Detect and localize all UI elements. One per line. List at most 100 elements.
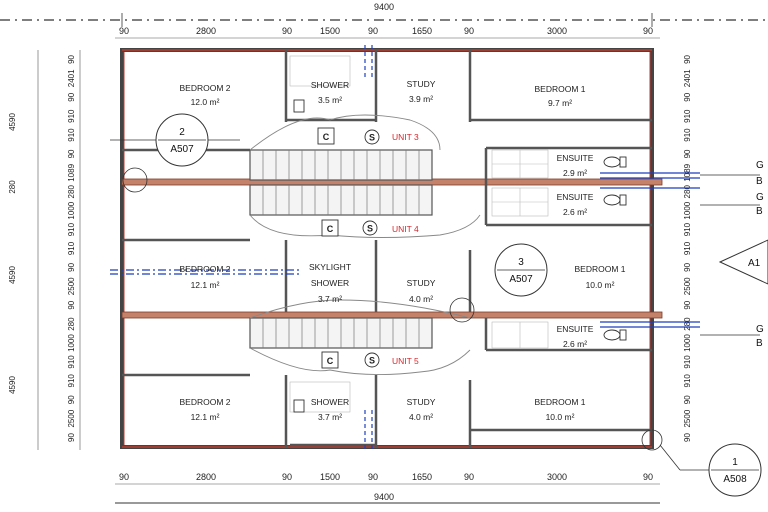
bottom-dim-1: 90: [119, 472, 129, 482]
top-dim-7: 90: [464, 26, 474, 36]
overall-dimension-top: 9400: [0, 2, 768, 27]
top-dim-9: 90: [643, 26, 653, 36]
grid-ref-g2: G: [756, 192, 764, 203]
c-marker: C: [327, 224, 334, 234]
bottom-dim-2: 2800: [196, 472, 216, 482]
top-dim-6: 1650: [412, 26, 432, 36]
room-area: 2.9 m²: [563, 168, 587, 178]
dimension-label: 90: [683, 92, 692, 101]
room-name: BEDROOM 1: [574, 264, 625, 274]
dimension-label: 910: [683, 109, 692, 123]
unit-label-5: UNIT 5: [392, 356, 419, 366]
grid-ref-b3: B: [756, 338, 763, 349]
grid-ref-g3: G: [756, 324, 764, 335]
left-outer-dim-4: 4590: [8, 266, 17, 284]
room-area: 4.0 m²: [409, 412, 433, 422]
bottom-dim-8: 3000: [547, 472, 567, 482]
room-area: 10.0 m²: [586, 280, 615, 290]
grid-bubbles-right: G B G B G B: [700, 160, 764, 349]
skylight-label: SKYLIGHT: [309, 262, 351, 272]
section-ref-number: 1: [732, 457, 738, 468]
dimension-label: 910: [683, 222, 692, 236]
grid-ref-b2: B: [756, 206, 763, 217]
section-lines: [110, 45, 700, 452]
dimension-label: 910: [683, 241, 692, 255]
bottom-dim-6: 1650: [412, 472, 432, 482]
room-area: 2.6 m²: [563, 339, 587, 349]
dimension-label: 90: [683, 433, 692, 442]
dimension-label: 280: [67, 317, 76, 331]
dimension-label: 280: [67, 185, 76, 199]
circulation-unit-3: C S UNIT 3: [317, 127, 419, 145]
dimension-label: 2500: [67, 277, 76, 295]
section-ref-1-a508: 1 A508: [659, 443, 762, 497]
room-u5-bedroom-2: BEDROOM 2 12.1 m²: [179, 397, 230, 422]
unit-label-3: UNIT 3: [392, 132, 419, 142]
s-marker: S: [367, 224, 373, 234]
dimension-label: 90: [67, 92, 76, 101]
room-name: BEDROOM 2: [179, 264, 230, 274]
room-u3-bedroom-1: BEDROOM 1 9.7 m²: [534, 84, 585, 108]
top-dim-4: 1500: [320, 26, 340, 36]
dimension-label: 910: [67, 128, 76, 142]
dimension-label: 910: [67, 355, 76, 369]
elevation-marker-a1: A1: [718, 239, 768, 285]
dimension-label: 90: [683, 149, 692, 158]
dimension-label: 1089: [67, 163, 76, 181]
top-dim-2: 2800: [196, 26, 216, 36]
room-area: 3.7 m²: [318, 412, 342, 422]
stair-unit-3: [249, 149, 433, 181]
dimension-label: 90: [67, 149, 76, 158]
room-name: ENSUITE: [557, 324, 594, 334]
dimension-label: 90: [67, 262, 76, 271]
room-name: SHOWER: [311, 397, 349, 407]
room-area: 9.7 m²: [548, 98, 572, 108]
s-marker: S: [369, 133, 375, 143]
circulation-unit-5: C S UNIT 5: [321, 351, 419, 369]
room-name: STUDY: [407, 79, 436, 89]
stair-unit-5: [249, 317, 433, 349]
room-name: STUDY: [407, 278, 436, 288]
building-outline: [120, 48, 654, 449]
dimension-label: 2500: [67, 409, 76, 427]
dimension-label: 910: [67, 222, 76, 236]
room-u3-bedroom-2: BEDROOM 2 12.0 m²: [179, 83, 230, 107]
c-marker: C: [327, 356, 334, 366]
dimension-label: 2401: [67, 69, 76, 87]
left-inner-dimension-labels: 9024019091091090108928010009109109025009…: [67, 54, 76, 442]
grid-ref-b1: B: [756, 176, 763, 187]
left-outer-dim-3: 4590: [8, 376, 17, 394]
bottom-dim-9: 90: [643, 472, 653, 482]
overall-dimension-bottom-label: 9400: [374, 492, 394, 502]
room-name: BEDROOM 2: [179, 397, 230, 407]
dimension-label: 2401: [683, 69, 692, 87]
dimension-label: 90: [67, 395, 76, 404]
room-name: BEDROOM 1: [534, 84, 585, 94]
overall-dimension-top-label: 9400: [374, 2, 394, 12]
room-name: SHOWER: [311, 80, 349, 90]
dimension-label: 2500: [683, 277, 692, 295]
room-area: 3.5 m²: [318, 95, 342, 105]
dimension-label: 1000: [683, 201, 692, 219]
dimension-label: 910: [683, 355, 692, 369]
ensuite-grids: [289, 55, 549, 413]
room-u5-study: STUDY 4.0 m²: [407, 397, 436, 422]
dimension-label: 1000: [67, 201, 76, 219]
s-marker: S: [369, 356, 375, 366]
room-area: 10.0 m²: [546, 412, 575, 422]
dimension-label: 90: [683, 395, 692, 404]
room-u3-shower: SHOWER 3.5 m²: [311, 80, 349, 105]
room-u3-ensuite: ENSUITE 2.9 m²: [557, 153, 594, 178]
unit-label-4: UNIT 4: [392, 224, 419, 234]
room-name: BEDROOM 1: [534, 397, 585, 407]
section-ref-number: 3: [518, 257, 524, 268]
grid-ref-g1: G: [756, 160, 764, 171]
section-ref-sheet: A507: [170, 144, 194, 155]
room-u4-bedroom-1: BEDROOM 1 10.0 m²: [574, 264, 625, 290]
hallway-outlines: [249, 114, 481, 376]
top-dimension-string: 90 2800 90 1500 90 1650 90 3000 90: [115, 26, 660, 39]
left-dimension-strings: 4590 280 4590 4590: [8, 50, 81, 450]
room-u5-shower: SHOWER 3.7 m²: [311, 397, 349, 422]
bottom-dim-4: 1500: [320, 472, 340, 482]
bottom-dim-7: 90: [464, 472, 474, 482]
